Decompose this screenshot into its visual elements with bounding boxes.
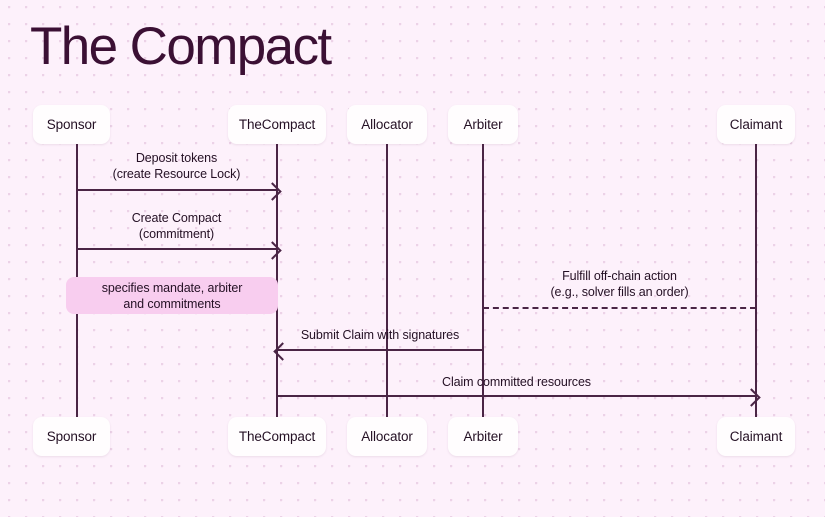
message-label-deposit-tokens: Deposit tokens (create Resource Lock) [112, 151, 241, 181]
message-line-submit-claim [277, 349, 483, 351]
participant-thecompact[interactable]: TheCompact [228, 105, 326, 144]
participant-label: Claimant [729, 429, 783, 444]
message-label-submit-claim: Submit Claim with signatures [300, 328, 460, 342]
participant-label: Sponsor [46, 429, 97, 444]
participant-claimant-bottom[interactable]: Claimant [717, 417, 795, 456]
message-label-create-compact: Create Compact (commitment) [131, 211, 222, 241]
participant-claimant[interactable]: Claimant [717, 105, 795, 144]
arrowhead-deposit-tokens [263, 182, 282, 201]
message-line-claim-committed-resources [277, 395, 756, 397]
participant-label: Allocator [361, 117, 413, 132]
message-line-deposit-tokens [76, 189, 277, 191]
lifeline-allocator [386, 143, 388, 418]
message-line-create-compact [76, 248, 277, 250]
lifeline-arbiter [482, 143, 484, 418]
participant-label: TheCompact [238, 117, 316, 132]
participant-sponsor-bottom[interactable]: Sponsor [33, 417, 110, 456]
lifeline-claimant [755, 143, 757, 418]
participant-arbiter-bottom[interactable]: Arbiter [448, 417, 518, 456]
participant-label: Claimant [729, 117, 783, 132]
page-title: The Compact [30, 17, 332, 76]
participant-label: TheCompact [238, 429, 316, 444]
arrowhead-create-compact [263, 241, 282, 260]
message-line-fulfill-offchain-action [483, 307, 756, 309]
message-label-fulfill-offchain-action: Fulfill off-chain action (e.g., solver f… [550, 269, 689, 299]
participant-label: Allocator [361, 429, 413, 444]
participant-allocator-bottom[interactable]: Allocator [347, 417, 427, 456]
participant-thecompact-bottom[interactable]: TheCompact [228, 417, 326, 456]
participant-label: Arbiter [463, 429, 503, 444]
participant-allocator[interactable]: Allocator [347, 105, 427, 144]
participant-arbiter[interactable]: Arbiter [448, 105, 518, 144]
message-label-claim-committed-resources: Claim committed resources [442, 375, 591, 389]
arrowhead-claim-committed-resources [742, 388, 761, 407]
note-mandate: specifies mandate, arbiter and commitmen… [66, 277, 278, 314]
participant-sponsor[interactable]: Sponsor [33, 105, 110, 144]
note-text: specifies mandate, arbiter and commitmen… [101, 280, 243, 311]
participant-label: Arbiter [463, 117, 503, 132]
participant-label: Sponsor [46, 117, 97, 132]
